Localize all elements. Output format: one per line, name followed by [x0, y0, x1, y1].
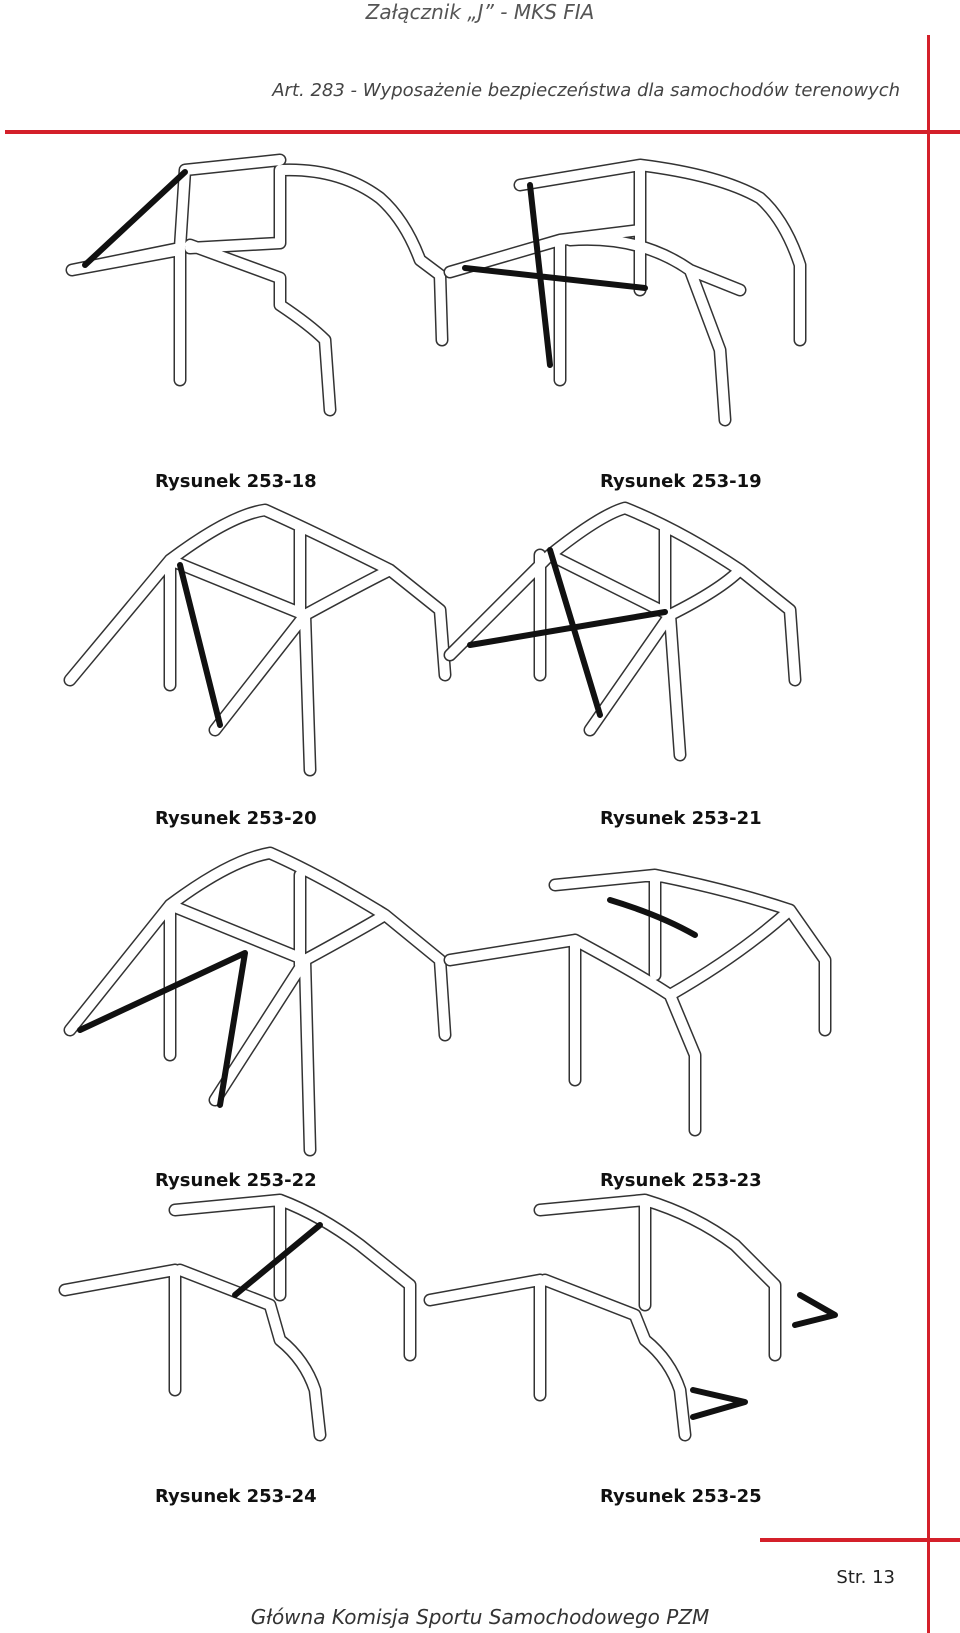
margin-rule: [927, 35, 930, 1633]
figure-253-20: [63, 503, 452, 777]
header-rule: [5, 130, 960, 134]
figure-253-21: [443, 501, 802, 762]
footer-rule: [760, 1538, 960, 1542]
figure-caption: Rysunek 253-25: [600, 1486, 762, 1507]
page-number: Str. 13: [836, 1567, 895, 1588]
figure-caption: Rysunek 253-23: [600, 1170, 762, 1191]
figure-caption: Rysunek 253-18: [155, 471, 317, 492]
figure-caption: Rysunek 253-24: [155, 1486, 317, 1507]
footer-text: Główna Komisja Sportu Samochodowego PZM: [250, 1605, 710, 1629]
figure-253-25: [423, 1193, 838, 1442]
figure-caption: Rysunek 253-21: [600, 808, 762, 829]
figure-253-24: [58, 1193, 417, 1442]
figure-253-23: [443, 868, 832, 1137]
figure-caption: Rysunek 253-20: [155, 808, 317, 829]
header-subtitle: Art. 283 - Wyposażenie bezpieczeństwa dl…: [272, 80, 900, 101]
figure-caption: Rysunek 253-22: [155, 1170, 317, 1191]
header-title: Załącznik „J” - MKS FIA: [365, 0, 595, 24]
figure-253-18: [65, 153, 449, 417]
figure-253-22: [63, 846, 452, 1157]
figure-253-19: [443, 158, 807, 427]
figure-caption: Rysunek 253-19: [600, 471, 762, 492]
